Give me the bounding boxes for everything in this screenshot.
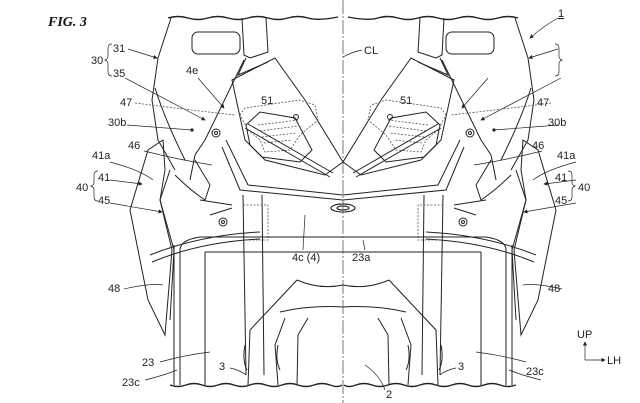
- axis-up-label: UP: [577, 329, 592, 341]
- label-23: 23: [142, 357, 154, 369]
- label-48-left: 48: [108, 283, 120, 295]
- label-23c-right: 23c: [526, 366, 544, 378]
- centerline-label: CL: [364, 45, 378, 57]
- label-23c-left: 23c: [122, 377, 140, 389]
- label-41-right: 41: [555, 172, 567, 184]
- axis-lh-label: LH: [607, 355, 621, 367]
- label-41a-right: 41a: [557, 150, 576, 162]
- figure-title: FIG. 3: [47, 15, 87, 30]
- label-41-left: 41: [98, 172, 110, 184]
- label-51-left: 51: [261, 95, 273, 107]
- label-45-right: 45: [555, 195, 567, 207]
- label-2: 2: [386, 389, 392, 401]
- label-4e: 4e: [186, 65, 198, 77]
- label-30b-left: 30b: [108, 117, 126, 129]
- label-31-left: 31: [113, 43, 125, 55]
- label-4c: 4c (4): [292, 252, 320, 264]
- label-40-left: 40: [76, 182, 88, 194]
- label-40-right: 40: [578, 182, 590, 194]
- label-48-right: 48: [548, 283, 560, 295]
- label-3-left: 3: [219, 361, 225, 373]
- label-23a: 23a: [352, 252, 371, 264]
- label-30b-right: 30b: [548, 117, 566, 129]
- label-51-right: 51: [400, 95, 412, 107]
- label-47-right: 47: [537, 97, 549, 109]
- label-35-left: 35: [113, 68, 125, 80]
- label-30-left: 30: [91, 55, 103, 67]
- label-3-right: 3: [458, 361, 464, 373]
- label-46-left: 46: [128, 140, 140, 152]
- ref-1: 1: [558, 8, 564, 20]
- label-45-left: 45: [98, 195, 110, 207]
- label-41a-left: 41a: [92, 150, 111, 162]
- label-47-left: 47: [120, 97, 132, 109]
- label-46-right: 46: [532, 140, 544, 152]
